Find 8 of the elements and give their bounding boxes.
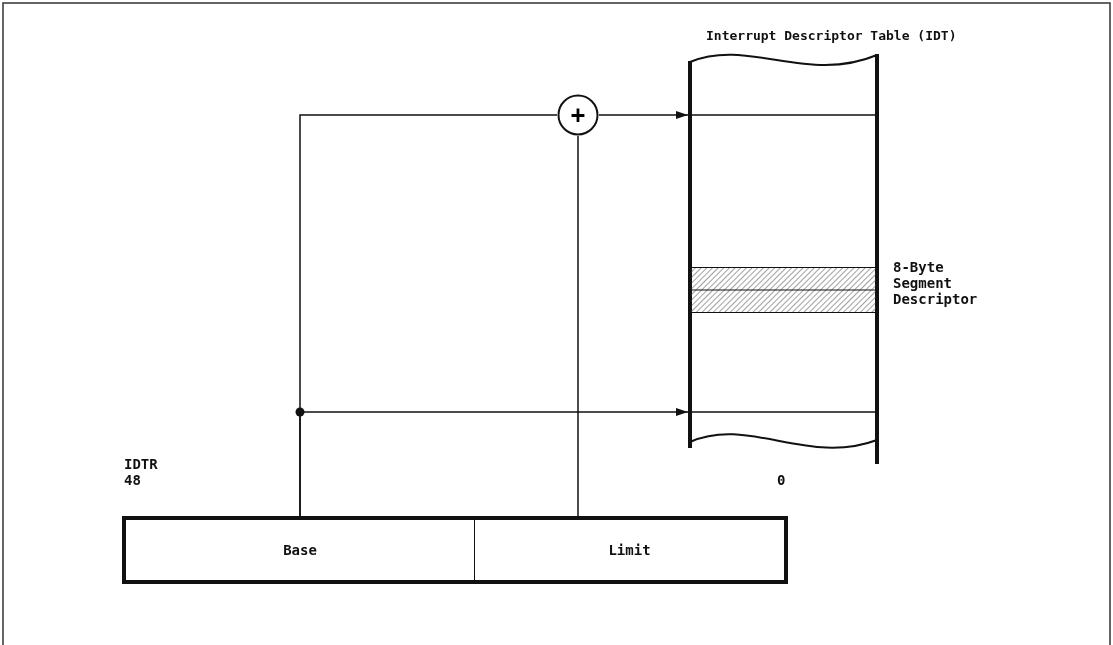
register-name: IDTR: [124, 456, 158, 472]
register-field: Limit: [474, 520, 784, 580]
bit-number: 0: [777, 472, 786, 488]
table-title: Interrupt Descriptor Table (IDT): [706, 28, 957, 43]
adder-circle: +: [557, 94, 599, 136]
register-field: Base: [126, 520, 474, 580]
descriptor-caption: 8-Byte Segment Descriptor: [893, 259, 979, 307]
bit-number: 48: [124, 472, 141, 488]
